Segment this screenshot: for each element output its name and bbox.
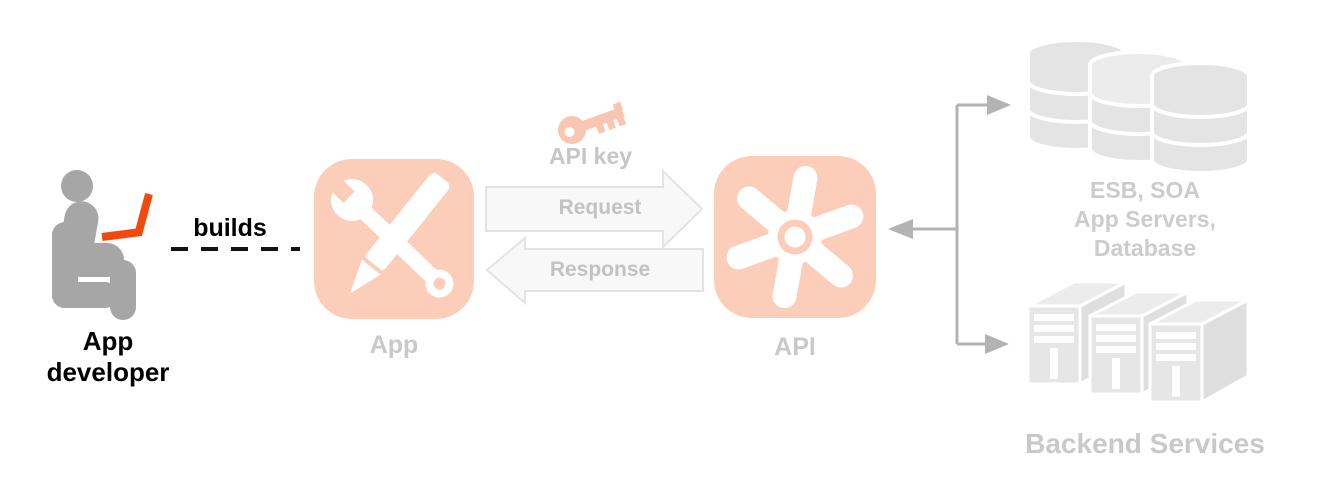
builds-label: builds bbox=[193, 214, 267, 242]
server-towers-icon bbox=[1026, 279, 1250, 405]
api-node-label: API bbox=[774, 333, 816, 361]
response-arrow-label: Response bbox=[549, 258, 651, 281]
database-stack-icon bbox=[1026, 38, 1251, 175]
wrench-pencil-icon bbox=[314, 159, 474, 319]
esb-label-line3: Database bbox=[1093, 235, 1197, 261]
app-developer-label: App developer bbox=[46, 326, 170, 387]
laptop-screen bbox=[134, 192, 153, 237]
esb-soa-label: ESB, SOA App Servers, Database bbox=[1025, 176, 1265, 263]
esb-label-line1: ESB, SOA bbox=[1090, 177, 1200, 203]
asterisk-cog-icon bbox=[714, 156, 876, 318]
request-arrow-label: Request bbox=[558, 196, 642, 219]
key-icon bbox=[558, 101, 627, 144]
api-key-label: API key bbox=[548, 143, 633, 169]
esb-label-line2: App Servers, bbox=[1074, 206, 1216, 232]
backend-connector-lines bbox=[888, 95, 1011, 354]
person-at-laptop-icon bbox=[52, 170, 153, 320]
backend-services-label: Backend Services bbox=[1025, 428, 1265, 459]
response-arrow bbox=[485, 235, 704, 306]
app-node-label: App bbox=[369, 331, 419, 359]
request-arrow bbox=[485, 168, 704, 250]
